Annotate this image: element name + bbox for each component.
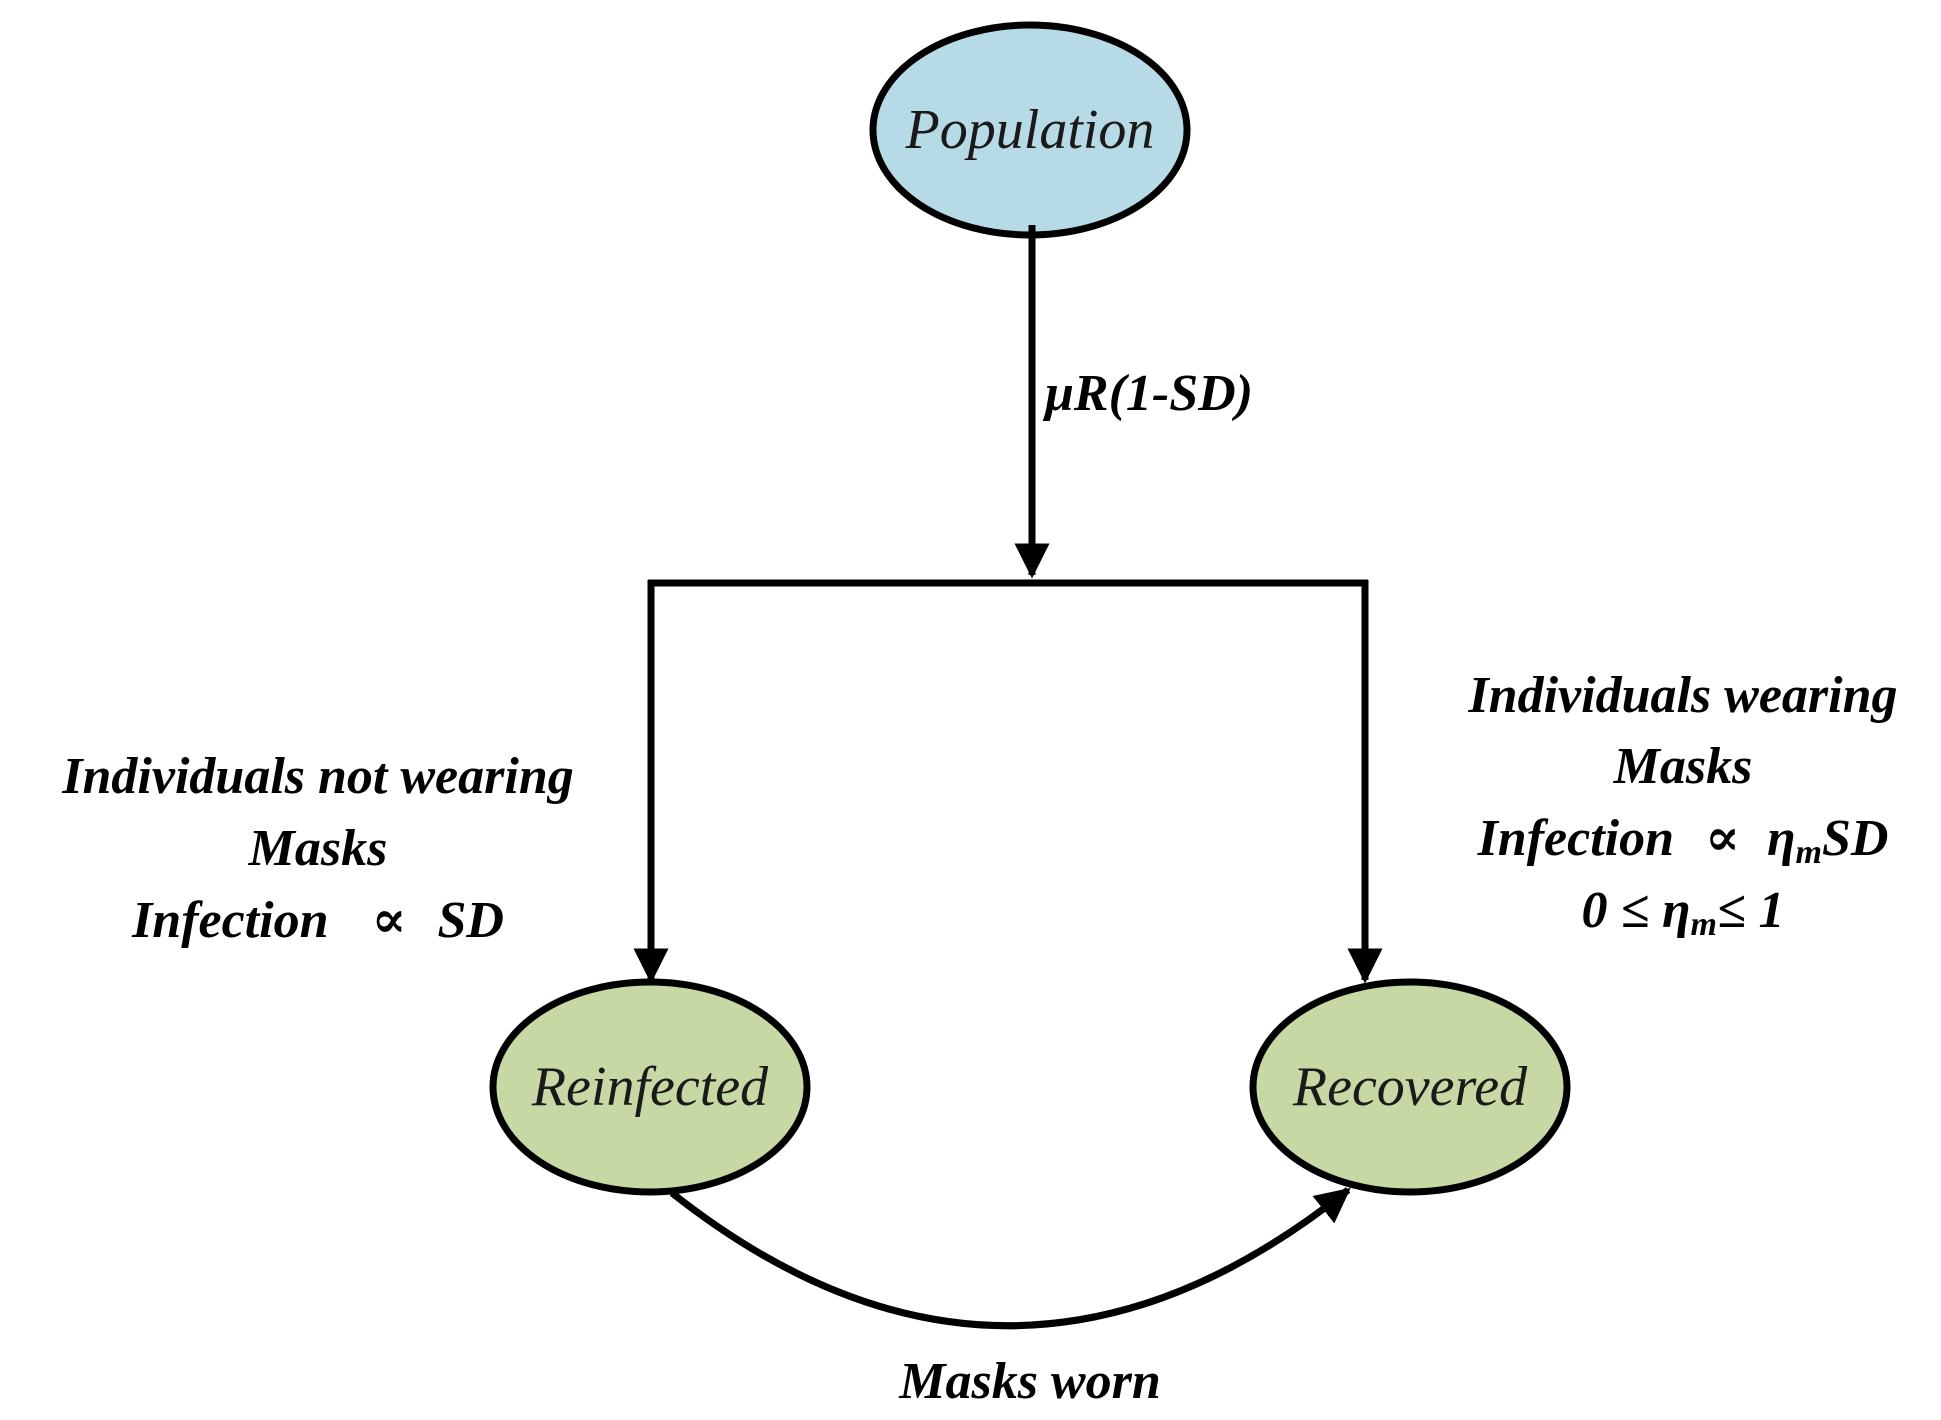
population-node: Population — [869, 21, 1191, 239]
right-annotation-line3: Infection ∝ ηmSD — [1477, 810, 1889, 871]
right-eta-subscript: m — [1796, 834, 1822, 871]
reinfected-label: Reinfected — [531, 1056, 769, 1118]
left-annotation-line3: Infection ∝ SD — [131, 892, 504, 949]
right-annotation-line2: Masks — [1613, 738, 1753, 795]
right-eta-symbol: η — [1767, 810, 1796, 867]
left-proportional-symbol: ∝ — [372, 892, 407, 949]
right-range-eta: η — [1662, 882, 1691, 939]
recovered-node: Recovered — [1249, 978, 1571, 1196]
reinfected-node: Reinfected — [489, 978, 811, 1196]
right-range-eta-subscript: m — [1691, 906, 1717, 943]
right-infection-word: Infection — [1477, 810, 1674, 867]
right-annotation-line4: 0 ≤ ηm≤ 1 — [1581, 882, 1784, 943]
left-infection-word: Infection — [131, 892, 328, 949]
right-annotation: Individuals wearing Masks Infection ∝ ηm… — [1467, 667, 1897, 943]
right-range-end: ≤ 1 — [1717, 882, 1785, 939]
recovered-label: Recovered — [1292, 1056, 1528, 1118]
right-proportional-symbol: ∝ — [1705, 810, 1740, 867]
recovered-ellipse — [1249, 978, 1571, 1196]
left-annotation-line1: Individuals not wearing — [61, 748, 573, 805]
left-sd-term: SD — [437, 892, 503, 949]
right-range-start: 0 ≤ — [1581, 882, 1662, 939]
masks-worn-curve-arrow — [669, 1187, 1351, 1330]
right-annotation-line1: Individuals wearing — [1467, 667, 1897, 724]
left-annotation: Individuals not wearing Masks Infection … — [61, 748, 573, 949]
population-label: Population — [905, 99, 1155, 161]
right-sd-term: SD — [1822, 810, 1888, 867]
left-annotation-line2: Masks — [248, 820, 388, 877]
masks-worn-label: Masks worn — [898, 1353, 1161, 1410]
reinfected-ellipse — [489, 978, 811, 1196]
population-rate-label: μR(1-SD) — [1042, 365, 1253, 422]
